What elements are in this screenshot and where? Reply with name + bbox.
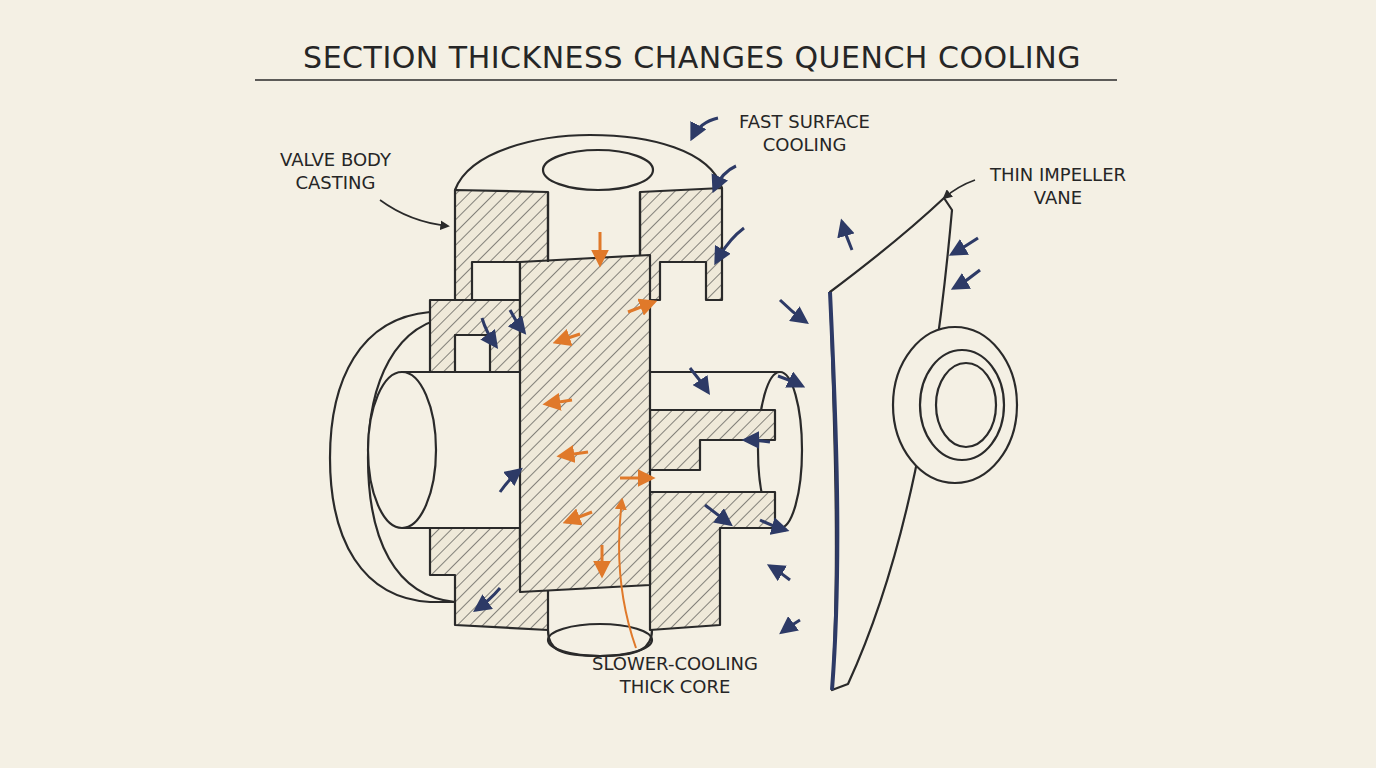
cooling-arrows	[952, 238, 978, 254]
core-heat-arrows	[566, 512, 592, 522]
cooling-arrows	[690, 368, 708, 392]
cooling-arrows	[692, 118, 718, 138]
valve-body	[650, 371, 780, 373]
core-heat-arrows	[556, 334, 580, 342]
cooling-arrows	[954, 270, 980, 288]
cooling-arrows	[500, 470, 520, 492]
valve-body	[548, 624, 652, 656]
valve-body	[368, 372, 436, 528]
impeller-vane	[936, 363, 996, 447]
diagram-title: SECTION THICKNESS CHANGES QUENCH COOLING	[4, 38, 1376, 77]
cooling-arrows	[780, 300, 806, 322]
leader-lines	[380, 180, 975, 648]
callout-label: FAST SURFACE COOLING	[722, 110, 887, 157]
valve-body	[455, 135, 722, 190]
callout-label: VALVE BODY CASTING	[268, 148, 403, 195]
cooling-arrows	[716, 228, 744, 262]
cooling-arrows	[705, 505, 730, 524]
impeller-vane	[920, 350, 1004, 460]
valve-body	[520, 255, 650, 592]
core-heat-arrows	[546, 400, 572, 404]
valve-body	[640, 188, 722, 300]
valve-body	[548, 630, 652, 656]
impeller-vane	[830, 292, 837, 690]
leader-lines	[619, 500, 636, 648]
core-heat-arrows	[628, 302, 654, 312]
leader-lines	[380, 200, 448, 226]
callout-label: THIN IMPELLER VANE	[978, 163, 1138, 210]
cooling-arrows	[714, 166, 736, 190]
title-underline	[255, 79, 1117, 81]
callout-label: SLOWER-COOLING THICK CORE	[575, 652, 775, 699]
core-heat-arrows	[560, 452, 588, 456]
valve-body	[650, 492, 775, 630]
cooling-arrows	[842, 222, 852, 250]
leader-lines	[944, 180, 975, 198]
cooling-arrows	[770, 566, 790, 580]
valve-body	[543, 150, 653, 190]
cooling-arrows	[510, 310, 524, 332]
valve-body	[430, 300, 520, 372]
valve-body	[330, 135, 802, 656]
cooling-arrows	[476, 118, 980, 632]
core-heat-arrows	[599, 232, 602, 264]
cooling-arrows	[482, 318, 496, 346]
valve-body	[650, 410, 775, 470]
cooling-arrows	[760, 520, 786, 530]
impeller-vane	[893, 327, 1017, 483]
core-heat-arrows	[601, 545, 604, 575]
cooling-arrows	[745, 440, 770, 442]
core-heat-arrows	[620, 477, 652, 480]
cooling-arrows	[778, 376, 802, 386]
core-heat-arrows	[546, 232, 654, 575]
cooling-arrows	[782, 620, 800, 632]
impeller-vane	[830, 198, 1017, 690]
cooling-arrows	[476, 588, 500, 610]
valve-body	[548, 192, 640, 262]
